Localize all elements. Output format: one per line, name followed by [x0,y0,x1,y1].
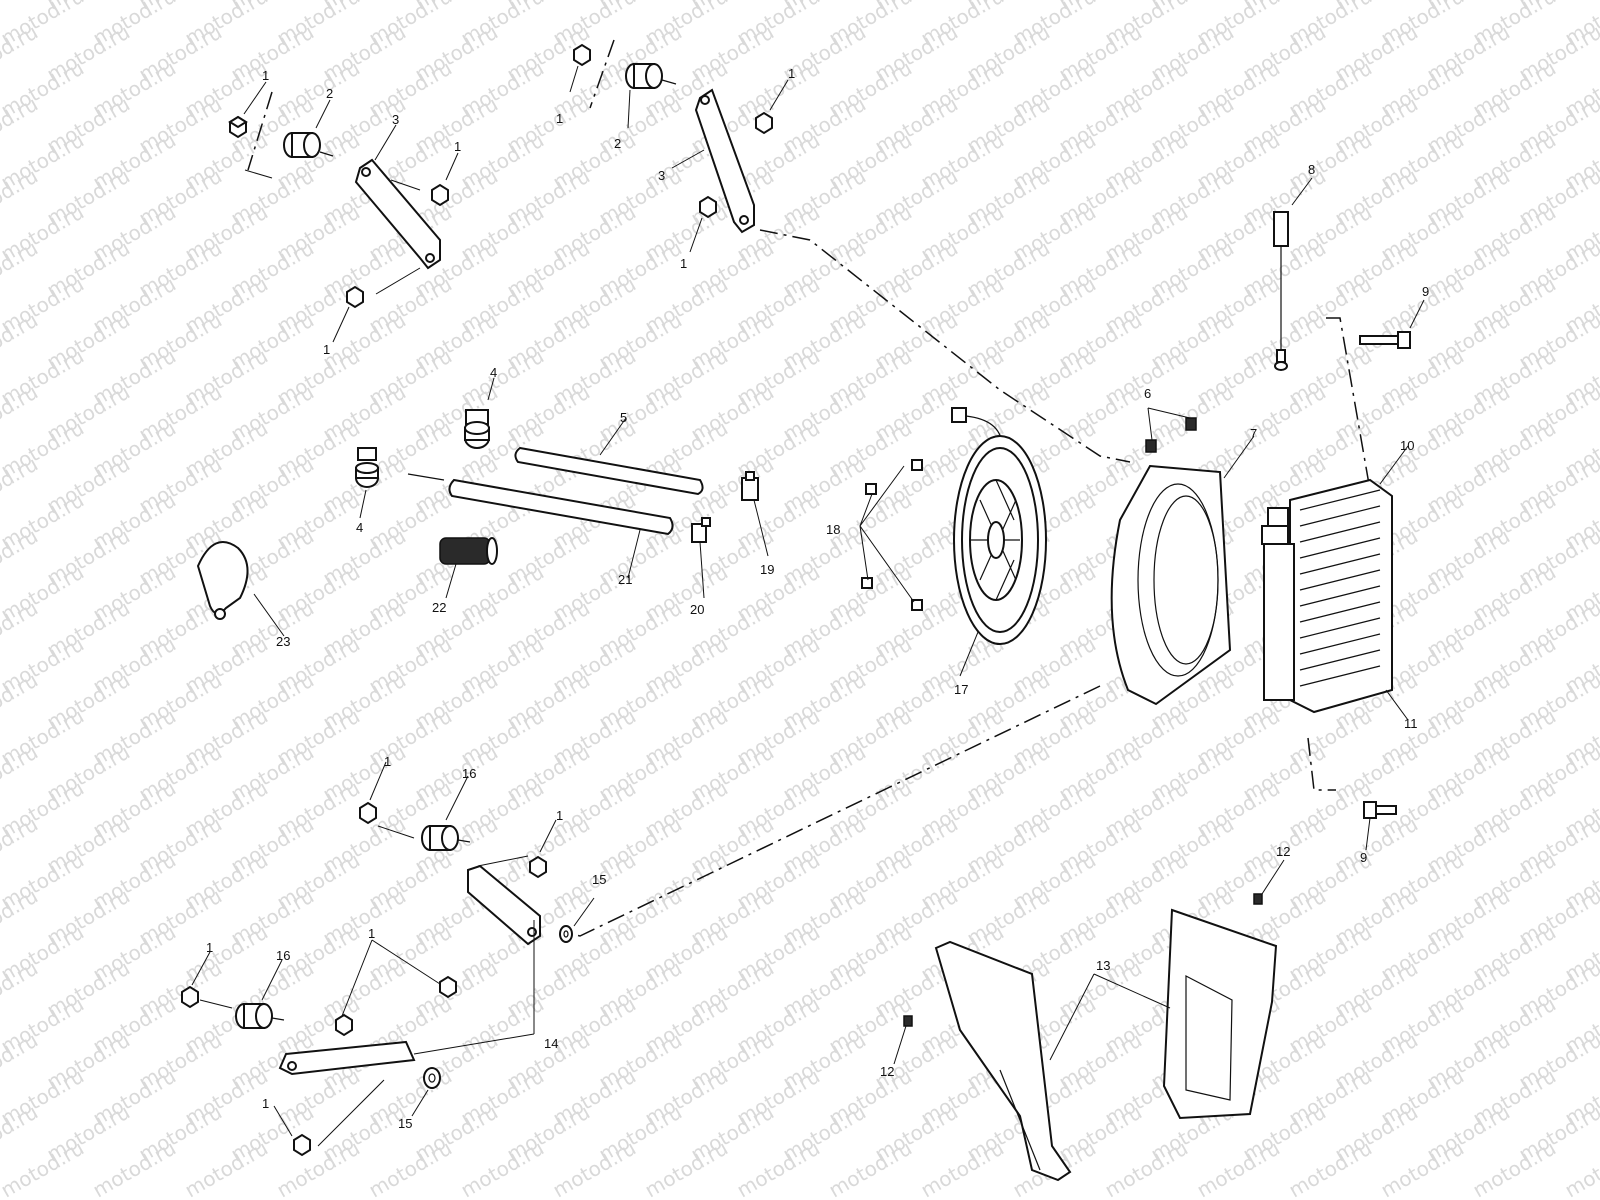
hose-clamp-part [464,409,490,449]
callout-label: 16 [462,766,476,781]
callout-label: 15 [398,1116,412,1131]
cooling-fan-part [951,407,1047,677]
rubber-bushing-part [283,132,334,158]
callout-label: 15 [592,872,606,887]
callout-label: 16 [276,948,290,963]
mount-bracket-part [694,88,755,234]
bolt-part [1359,299,1425,349]
callout-label: 10 [1400,438,1414,453]
nut-part [573,43,591,67]
hose-sleeve-part [439,537,498,599]
hose-clamp-part [691,517,711,599]
coolant-hose-part [448,478,674,536]
callout-label: 1 [680,256,687,271]
shroud-clip-group [1145,407,1197,453]
panel-screw-part [893,1015,913,1065]
bolt-part [1363,801,1397,851]
callout-label: 1 [556,808,563,823]
callout-label: 12 [1276,844,1290,859]
nut-part [699,195,717,219]
nut-part [529,855,547,879]
callout-label: 5 [620,410,627,425]
panel-screw-part [1253,859,1285,905]
callout-label: 1 [788,66,795,81]
side-panel-group [893,859,1285,1182]
callout-label: 2 [614,136,621,151]
rubber-bushing-part [235,1003,285,1029]
callout-label: 11 [1404,716,1418,731]
radiator-part [1261,445,1409,721]
callout-label: 1 [368,926,375,941]
rubber-bushing-part [421,825,471,851]
callout-label: 1 [384,754,391,769]
callout-labels: 1 2 3 1 1 1 2 1 3 1 8 9 4 5 4 6 7 10 18 … [206,66,1429,1131]
callout-label: 13 [1096,958,1110,973]
callout-label: 17 [954,682,968,697]
callout-label: 18 [826,522,840,537]
callout-label: 4 [490,365,497,380]
hose-clamp-part [355,447,379,488]
washer-part [423,1067,441,1089]
callout-label: 6 [1144,386,1151,401]
nut-part [335,1013,353,1037]
nut-part [439,975,457,999]
callout-label: 20 [690,602,704,617]
callout-label: 14 [544,1036,558,1051]
coolant-hose-part [514,446,704,496]
callout-label: 19 [760,562,774,577]
nut-part [431,183,449,207]
temperature-switch-part [1273,177,1313,371]
callout-label: 1 [262,68,269,83]
nut-part [228,115,248,139]
side-panel-part [934,940,1072,1182]
callout-label: 8 [1308,162,1315,177]
callout-label: 3 [392,112,399,127]
callout-label: 1 [454,139,461,154]
nut-part [181,985,199,1009]
callout-label: 1 [206,940,213,955]
nut-part [346,285,364,309]
callout-label: 7 [1250,426,1257,441]
callout-label: 9 [1360,850,1367,865]
nut-part [755,111,773,135]
washer-part [559,925,573,943]
callout-label: 3 [658,168,665,183]
callout-label: 1 [262,1096,269,1111]
lower-mount-assembly [181,685,1101,1157]
mount-bracket-part [278,1040,416,1076]
callout-label: 21 [618,572,632,587]
callout-label: 9 [1422,284,1429,299]
callout-label: 12 [880,1064,894,1079]
rubber-bushing-part [625,63,677,89]
nut-part [359,801,377,825]
watermark-text: motod.ru [1561,1136,1600,1200]
callout-label: 1 [556,111,563,126]
callout-label: 22 [432,600,446,615]
hose-clamp-part [741,471,769,557]
upper-center-mount [569,39,1131,463]
callout-label: 4 [356,520,363,535]
mount-bracket-part [354,158,441,270]
hose-and-clamp-group [196,377,769,637]
fan-shroud-part [1110,435,1255,706]
callout-label: 23 [276,634,290,649]
upper-left-mount [228,81,459,343]
fan-screw-group [859,459,923,611]
callout-label: 1 [323,342,330,357]
hose-retainer-part [196,541,285,637]
nut-part [293,1133,311,1157]
callout-label: 2 [326,86,333,101]
side-panel-part [1162,908,1278,1120]
